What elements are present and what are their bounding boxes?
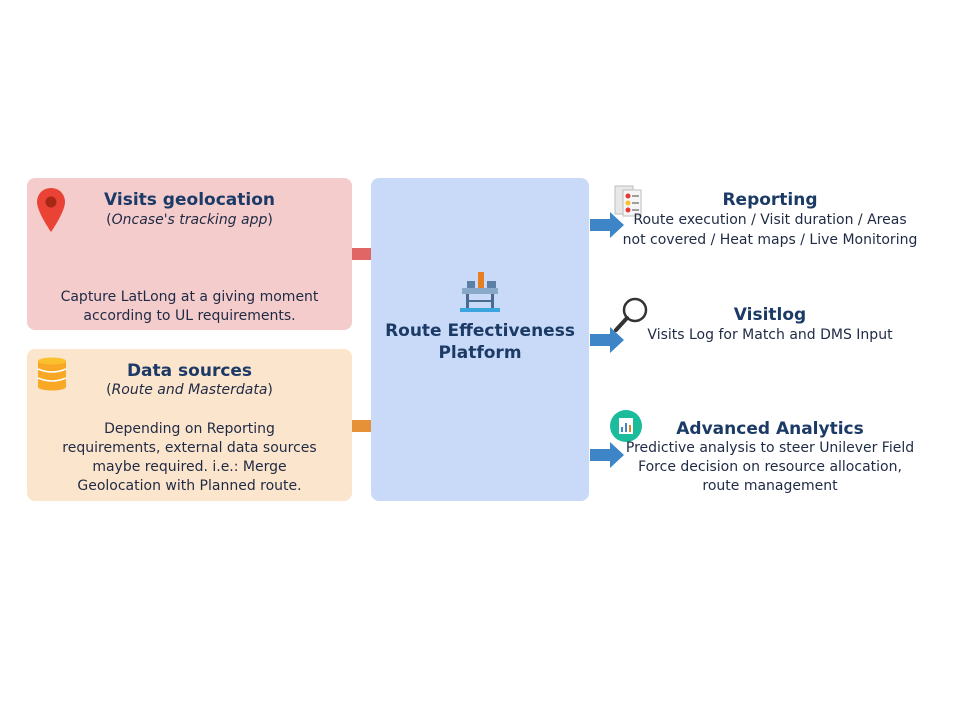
visitlog-arrow xyxy=(590,327,624,353)
platform-box xyxy=(371,178,589,501)
visits-subtitle-open: ( xyxy=(106,212,112,228)
data-sources-box xyxy=(27,349,352,501)
platform-title-line: Platform xyxy=(438,343,522,363)
platform-title-line: Route Effectiveness xyxy=(385,321,575,341)
visits-description: Capture LatLong at a giving moment accor… xyxy=(27,288,352,326)
visitlog-description-line: Visits Log for Match and DMS Input xyxy=(647,327,893,343)
data-sources-description-line: Depending on Reporting xyxy=(104,421,275,437)
data-sources-description: Depending on Reporting requirements, ext… xyxy=(27,420,352,496)
data-sources-description-line: maybe required. i.e.: Merge xyxy=(92,459,287,475)
visits-subtitle-close: ) xyxy=(267,212,273,228)
oil-platform-icon xyxy=(460,272,500,312)
data-sources-description-line: Geolocation with Planned route. xyxy=(77,478,302,494)
visits-subtitle-text: Oncase's tracking app xyxy=(111,212,268,228)
report-icon xyxy=(614,185,642,217)
analytics-icon xyxy=(610,410,642,442)
data-sources-description-line: requirements, external data sources xyxy=(62,440,317,456)
visits-description-line: Capture LatLong at a giving moment xyxy=(60,289,319,305)
data-sources-subtitle: (Route and Masterdata) xyxy=(52,382,327,398)
advanced-analytics-arrow xyxy=(590,442,624,468)
advanced-analytics-description-line: Force decision on resource allocation, xyxy=(638,459,902,475)
data-sources-subtitle-close: ) xyxy=(267,382,273,398)
visitlog-description: Visits Log for Match and DMS Input xyxy=(612,325,928,345)
magnifier-icon xyxy=(614,297,648,332)
visits-title: Visits geolocation xyxy=(104,190,275,210)
reporting-description: Route execution / Visit duration / Areas… xyxy=(612,210,928,250)
reporting-description-line: Route execution / Visit duration / Areas xyxy=(633,212,907,228)
advanced-analytics-description-line: route management xyxy=(702,478,838,494)
map-pin-icon xyxy=(37,188,65,232)
advanced-analytics-description-line: Predictive analysis to steer Unilever Fi… xyxy=(625,440,915,456)
data-sources-subtitle-text: Route and Masterdata xyxy=(111,382,268,398)
database-icon xyxy=(37,357,67,391)
data-sources-subtitle-open: ( xyxy=(106,382,112,398)
advanced-analytics-description: Predictive analysis to steer Unilever Fi… xyxy=(612,439,928,496)
reporting-title: Reporting xyxy=(722,190,818,210)
visits-geolocation-box xyxy=(27,178,352,330)
reporting-arrow xyxy=(590,212,624,238)
visitlog-title: Visitlog xyxy=(733,305,807,325)
visits-subtitle: (Oncase's tracking app) xyxy=(52,212,327,228)
advanced-analytics-title: Advanced Analytics xyxy=(676,419,864,439)
reporting-description-line: not covered / Heat maps / Live Monitorin… xyxy=(622,232,918,248)
visits-description-line: according to UL requirements. xyxy=(83,308,296,324)
platform-title: Route Effectiveness Platform xyxy=(371,320,589,364)
data-sources-title: Data sources xyxy=(126,361,253,381)
